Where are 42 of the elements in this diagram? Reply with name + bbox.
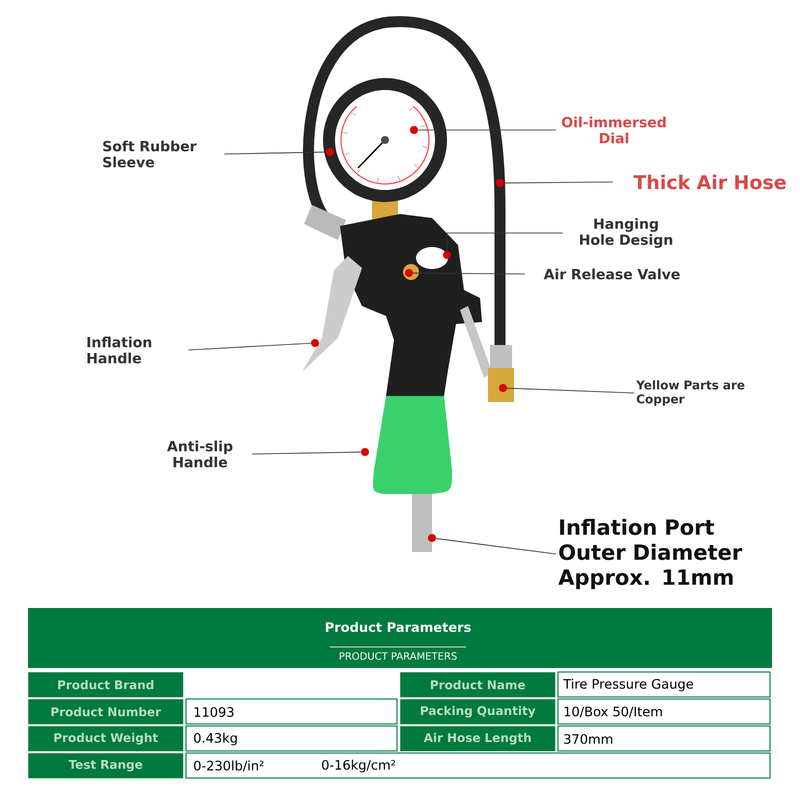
table-value: 10/Box 50/Item bbox=[564, 706, 662, 718]
table-value: 0.43kg bbox=[194, 732, 237, 746]
table-value: 11093 bbox=[194, 707, 234, 717]
callout-dot bbox=[311, 339, 319, 347]
table-value: 0-16kg/cm² bbox=[322, 760, 396, 772]
callout-dot bbox=[443, 251, 451, 259]
callout-label: Air Release Valve bbox=[544, 268, 680, 280]
callout-dot bbox=[428, 534, 436, 542]
table-header-cell: Air Hose Length bbox=[400, 726, 556, 752]
leader-line bbox=[446, 232, 564, 252]
callout-label: Inflation Port Outer Diameter Approx. 11mm bbox=[558, 518, 742, 590]
table-header-cell: Test Range bbox=[28, 753, 184, 778]
callout-dot bbox=[326, 148, 334, 156]
table-header-cell: Packing Quantity bbox=[400, 699, 556, 724]
leader-line bbox=[436, 538, 556, 554]
table-header-cell: Product Weight bbox=[28, 726, 184, 752]
table-header-cell: Product Brand bbox=[28, 672, 184, 698]
leader-line bbox=[224, 152, 326, 154]
callout-label: Thick Air Hose bbox=[633, 174, 786, 190]
callout-label: Anti-slip Handle bbox=[167, 440, 232, 468]
callout-dot bbox=[496, 179, 504, 187]
leader-line bbox=[504, 182, 614, 184]
leader-line bbox=[506, 388, 634, 394]
leader-line bbox=[188, 342, 312, 350]
callout-label: Soft Rubber Sleeve bbox=[103, 140, 196, 168]
callout-dot bbox=[361, 448, 369, 456]
callout-dot bbox=[405, 269, 413, 277]
callout-dot bbox=[410, 126, 418, 134]
table-value: 0-230lb/in² bbox=[194, 760, 264, 772]
leader-line bbox=[412, 272, 526, 274]
table-subtitle: PRODUCT PARAMETERS bbox=[340, 652, 457, 660]
table-value: Tire Pressure Gauge bbox=[563, 678, 694, 692]
callout-label: Hanging Hole Design bbox=[580, 218, 672, 248]
callout-label: Yellow Parts are Copper bbox=[636, 380, 744, 406]
callout-dot bbox=[499, 384, 507, 392]
leader-line bbox=[252, 452, 362, 454]
table-header-cell: Product Number bbox=[28, 699, 184, 724]
table-title: Product Parameters bbox=[326, 622, 471, 632]
table-value: 370mm bbox=[564, 734, 612, 744]
callout-label: Oil-immersed Dial bbox=[562, 116, 666, 144]
callout-label: Inflation Handle bbox=[87, 336, 152, 364]
table-header-cell: Product Name bbox=[400, 672, 556, 698]
